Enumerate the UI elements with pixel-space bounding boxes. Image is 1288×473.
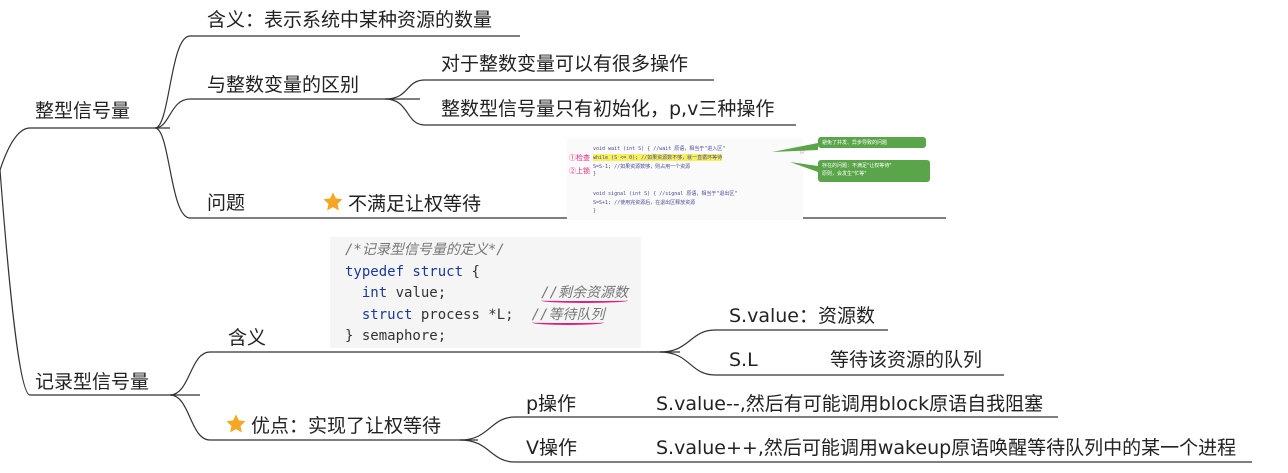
problem-note[interactable]: 不满足让权等待 xyxy=(322,191,481,216)
code-line-4: } semaphore; xyxy=(345,328,447,344)
star-icon xyxy=(323,192,343,211)
op-p-name[interactable]: p操作 xyxy=(526,393,577,415)
op-v-name[interactable]: V操作 xyxy=(526,437,577,459)
thumb-line: void signal (int S) { //signal 原语，相当于"退出… xyxy=(593,191,738,197)
code-annotation: //剩余资源数 xyxy=(541,285,629,303)
code-annotation-text: //等待队列 xyxy=(531,306,605,323)
thumb-mark-2: ②上锁 xyxy=(569,167,590,175)
code-text: process *L; xyxy=(412,306,514,323)
code-annotation: //等待队列 xyxy=(531,306,605,325)
root-record-semaphore[interactable]: 记录型信号量 xyxy=(35,371,150,393)
difference-item-1[interactable]: 对于整数变量可以有很多操作 xyxy=(441,53,689,75)
code-annotation-text: //剩余资源数 xyxy=(541,285,629,301)
meaning-item-list[interactable]: S.L xyxy=(729,349,758,371)
star-icon xyxy=(226,414,246,433)
thumb-mark-1: ①检查 xyxy=(569,154,590,162)
difference-item-2[interactable]: 整数型信号量只有初始化，p,v三种操作 xyxy=(441,98,775,120)
root-integer-semaphore[interactable]: 整型信号量 xyxy=(35,100,131,122)
code-text: { xyxy=(463,263,480,280)
advantage-label: 优点：实现了让权等待 xyxy=(251,415,442,437)
thumb-callout-2: 存在的问题：不满足"让权等待" 原则，会发生"忙等" xyxy=(818,160,930,182)
record-advantage-node[interactable]: 优点：实现了让权等待 xyxy=(225,413,441,438)
thumb-line: S=S-1; //如果资源数够，则占用一个资源 xyxy=(593,164,691,170)
record-meaning-node[interactable]: 含义 xyxy=(228,327,267,349)
thumb-line: while (S <= 0); //如果资源数不够，就一直循环等待 xyxy=(593,154,723,161)
integer-difference-node[interactable]: 与整数变量的区别 xyxy=(207,74,360,96)
code-text: value; xyxy=(387,285,447,301)
integer-problem-node[interactable]: 问题 xyxy=(207,192,246,214)
code-keyword: typedef struct xyxy=(345,263,464,280)
thumb-line: } xyxy=(593,171,597,177)
thumb-line: void wait (int S) { //wait 原语，相当于"进入区" xyxy=(593,146,726,152)
thumb-callout-2a: 存在的问题：不满足"让权等待" xyxy=(822,163,892,169)
code-comment: /*记录型信号量的定义*/ xyxy=(345,242,505,258)
code-line-2: int value; //剩余资源数 xyxy=(345,283,641,305)
code-type: int xyxy=(361,285,388,301)
meaning-item-list-desc[interactable]: 等待该资源的队列 xyxy=(830,349,983,371)
op-v-desc[interactable]: S.value++,然后可能调用wakeup原语唤醒等待队列中的某一个进程 xyxy=(656,437,1237,459)
thumb-callout-1: 避免了并发、异步导致的问题 xyxy=(818,137,926,148)
problem-note-text: 不满足让权等待 xyxy=(348,193,482,215)
thumb-line: S=S+1; //使用完资源后，在退出区释放资源 xyxy=(593,200,696,206)
code-line-1: typedef struct { xyxy=(345,262,641,284)
integer-meaning-node[interactable]: 含义：表示系统中某种资源的数量 xyxy=(207,9,493,31)
code-type: struct xyxy=(361,306,413,323)
wait-signal-code-image: void wait (int S) { //wait 原语，相当于"进入区" w… xyxy=(567,138,806,220)
op-p-desc[interactable]: S.value--,然后有可能调用block原语自我阻塞 xyxy=(656,393,1044,415)
meaning-item-value[interactable]: S.value：资源数 xyxy=(729,305,875,327)
record-semaphore-code-image: /*记录型信号量的定义*/ typedef struct { int value… xyxy=(330,237,641,348)
code-line-3: struct process *L; //等待队列 xyxy=(345,305,641,327)
thumb-star-mark: ☆ xyxy=(799,146,806,157)
thumb-callout-2b: 原则，会发生"忙等" xyxy=(822,171,867,177)
thumb-line: } xyxy=(593,208,597,214)
